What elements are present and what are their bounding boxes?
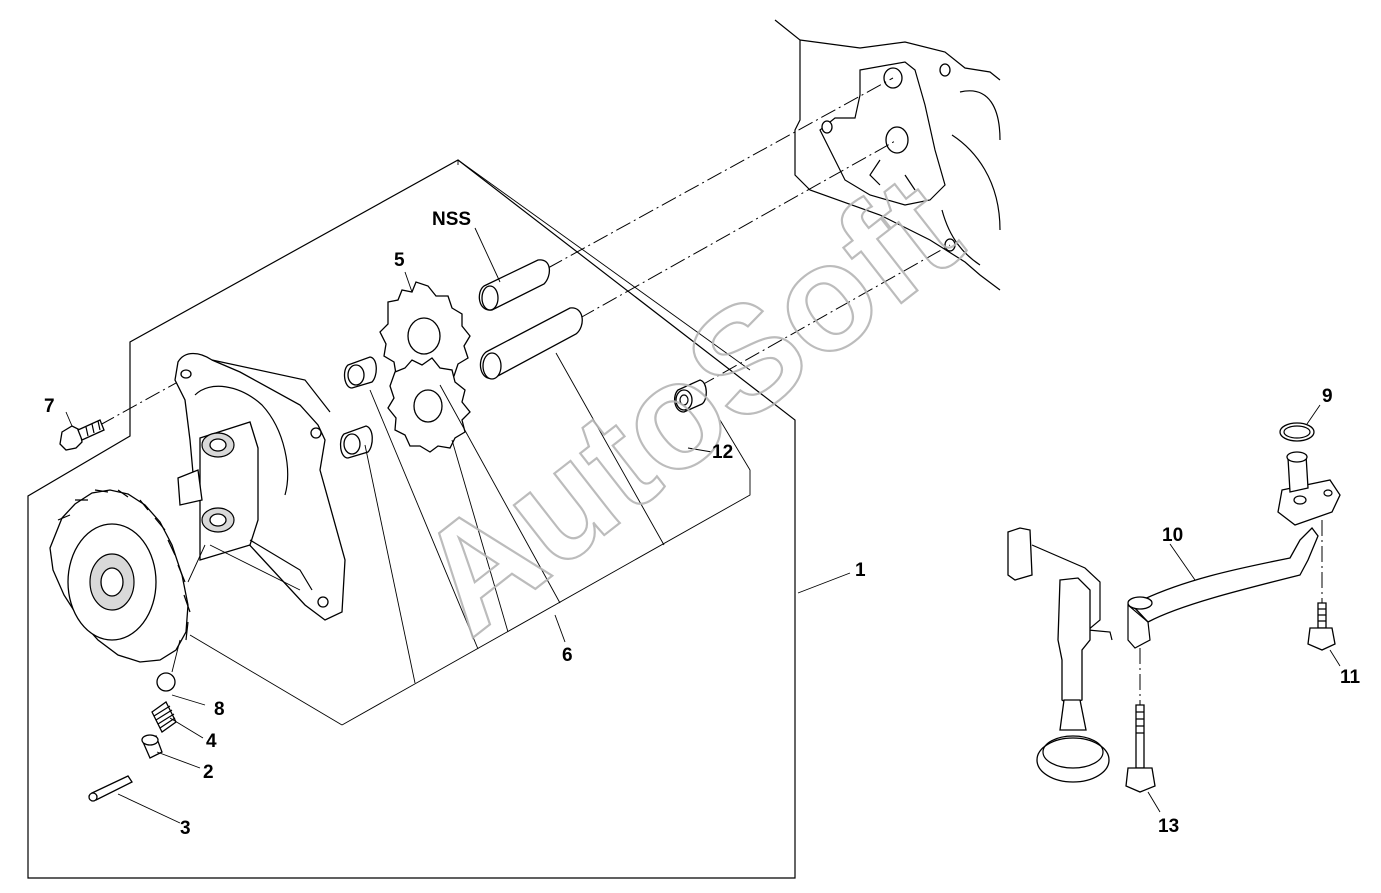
callout-9: 9 bbox=[1322, 386, 1333, 407]
callout-3: 3 bbox=[180, 818, 191, 839]
sleeve-12 bbox=[673, 379, 707, 413]
centerline-middle bbox=[579, 139, 898, 319]
centerline-upper bbox=[547, 77, 894, 269]
callout-2: 2 bbox=[203, 762, 214, 783]
callout-11: 11 bbox=[1340, 667, 1361, 688]
engine-block-fragment bbox=[774, 19, 1001, 291]
callout-8: 8 bbox=[214, 699, 225, 720]
callout-4: 4 bbox=[206, 731, 217, 752]
callout-13: 13 bbox=[1158, 816, 1179, 837]
shaft-short bbox=[478, 259, 550, 311]
suction-pipe-10 bbox=[1007, 451, 1341, 783]
assembly-frame bbox=[27, 159, 796, 879]
dowel-pin-upper bbox=[343, 356, 377, 389]
callout-12: 12 bbox=[712, 442, 733, 463]
drive-gear bbox=[49, 489, 191, 663]
rotor-gear-upper bbox=[379, 281, 471, 387]
shaft-long bbox=[479, 307, 583, 380]
rotor-gear-lower bbox=[387, 357, 471, 453]
o-ring-9 bbox=[1279, 422, 1315, 442]
oil-pump-body bbox=[174, 352, 346, 621]
callout-10: 10 bbox=[1162, 525, 1183, 546]
bolt-7 bbox=[59, 419, 105, 451]
check-ball-8 bbox=[156, 672, 176, 692]
callout-leaders bbox=[65, 227, 1341, 824]
spring-4 bbox=[151, 701, 177, 733]
dowel-pin-lower bbox=[339, 425, 373, 459]
bolt-13 bbox=[1125, 704, 1156, 793]
callout-1: 1 bbox=[855, 560, 866, 581]
centerline-lower bbox=[699, 244, 951, 387]
pin-3 bbox=[88, 775, 133, 802]
callout-5: 5 bbox=[394, 250, 405, 271]
group-6-leaders bbox=[189, 352, 751, 726]
centerline-bolt7 bbox=[99, 377, 186, 426]
callout-6: 6 bbox=[562, 645, 573, 666]
plug-2 bbox=[141, 734, 163, 759]
callout-nss: NSS bbox=[432, 209, 471, 230]
watermark: AutoSoft bbox=[386, 143, 988, 665]
centerline-frame-diagonal bbox=[457, 159, 751, 371]
callout-7: 7 bbox=[44, 396, 55, 417]
bolt-11 bbox=[1307, 602, 1336, 651]
